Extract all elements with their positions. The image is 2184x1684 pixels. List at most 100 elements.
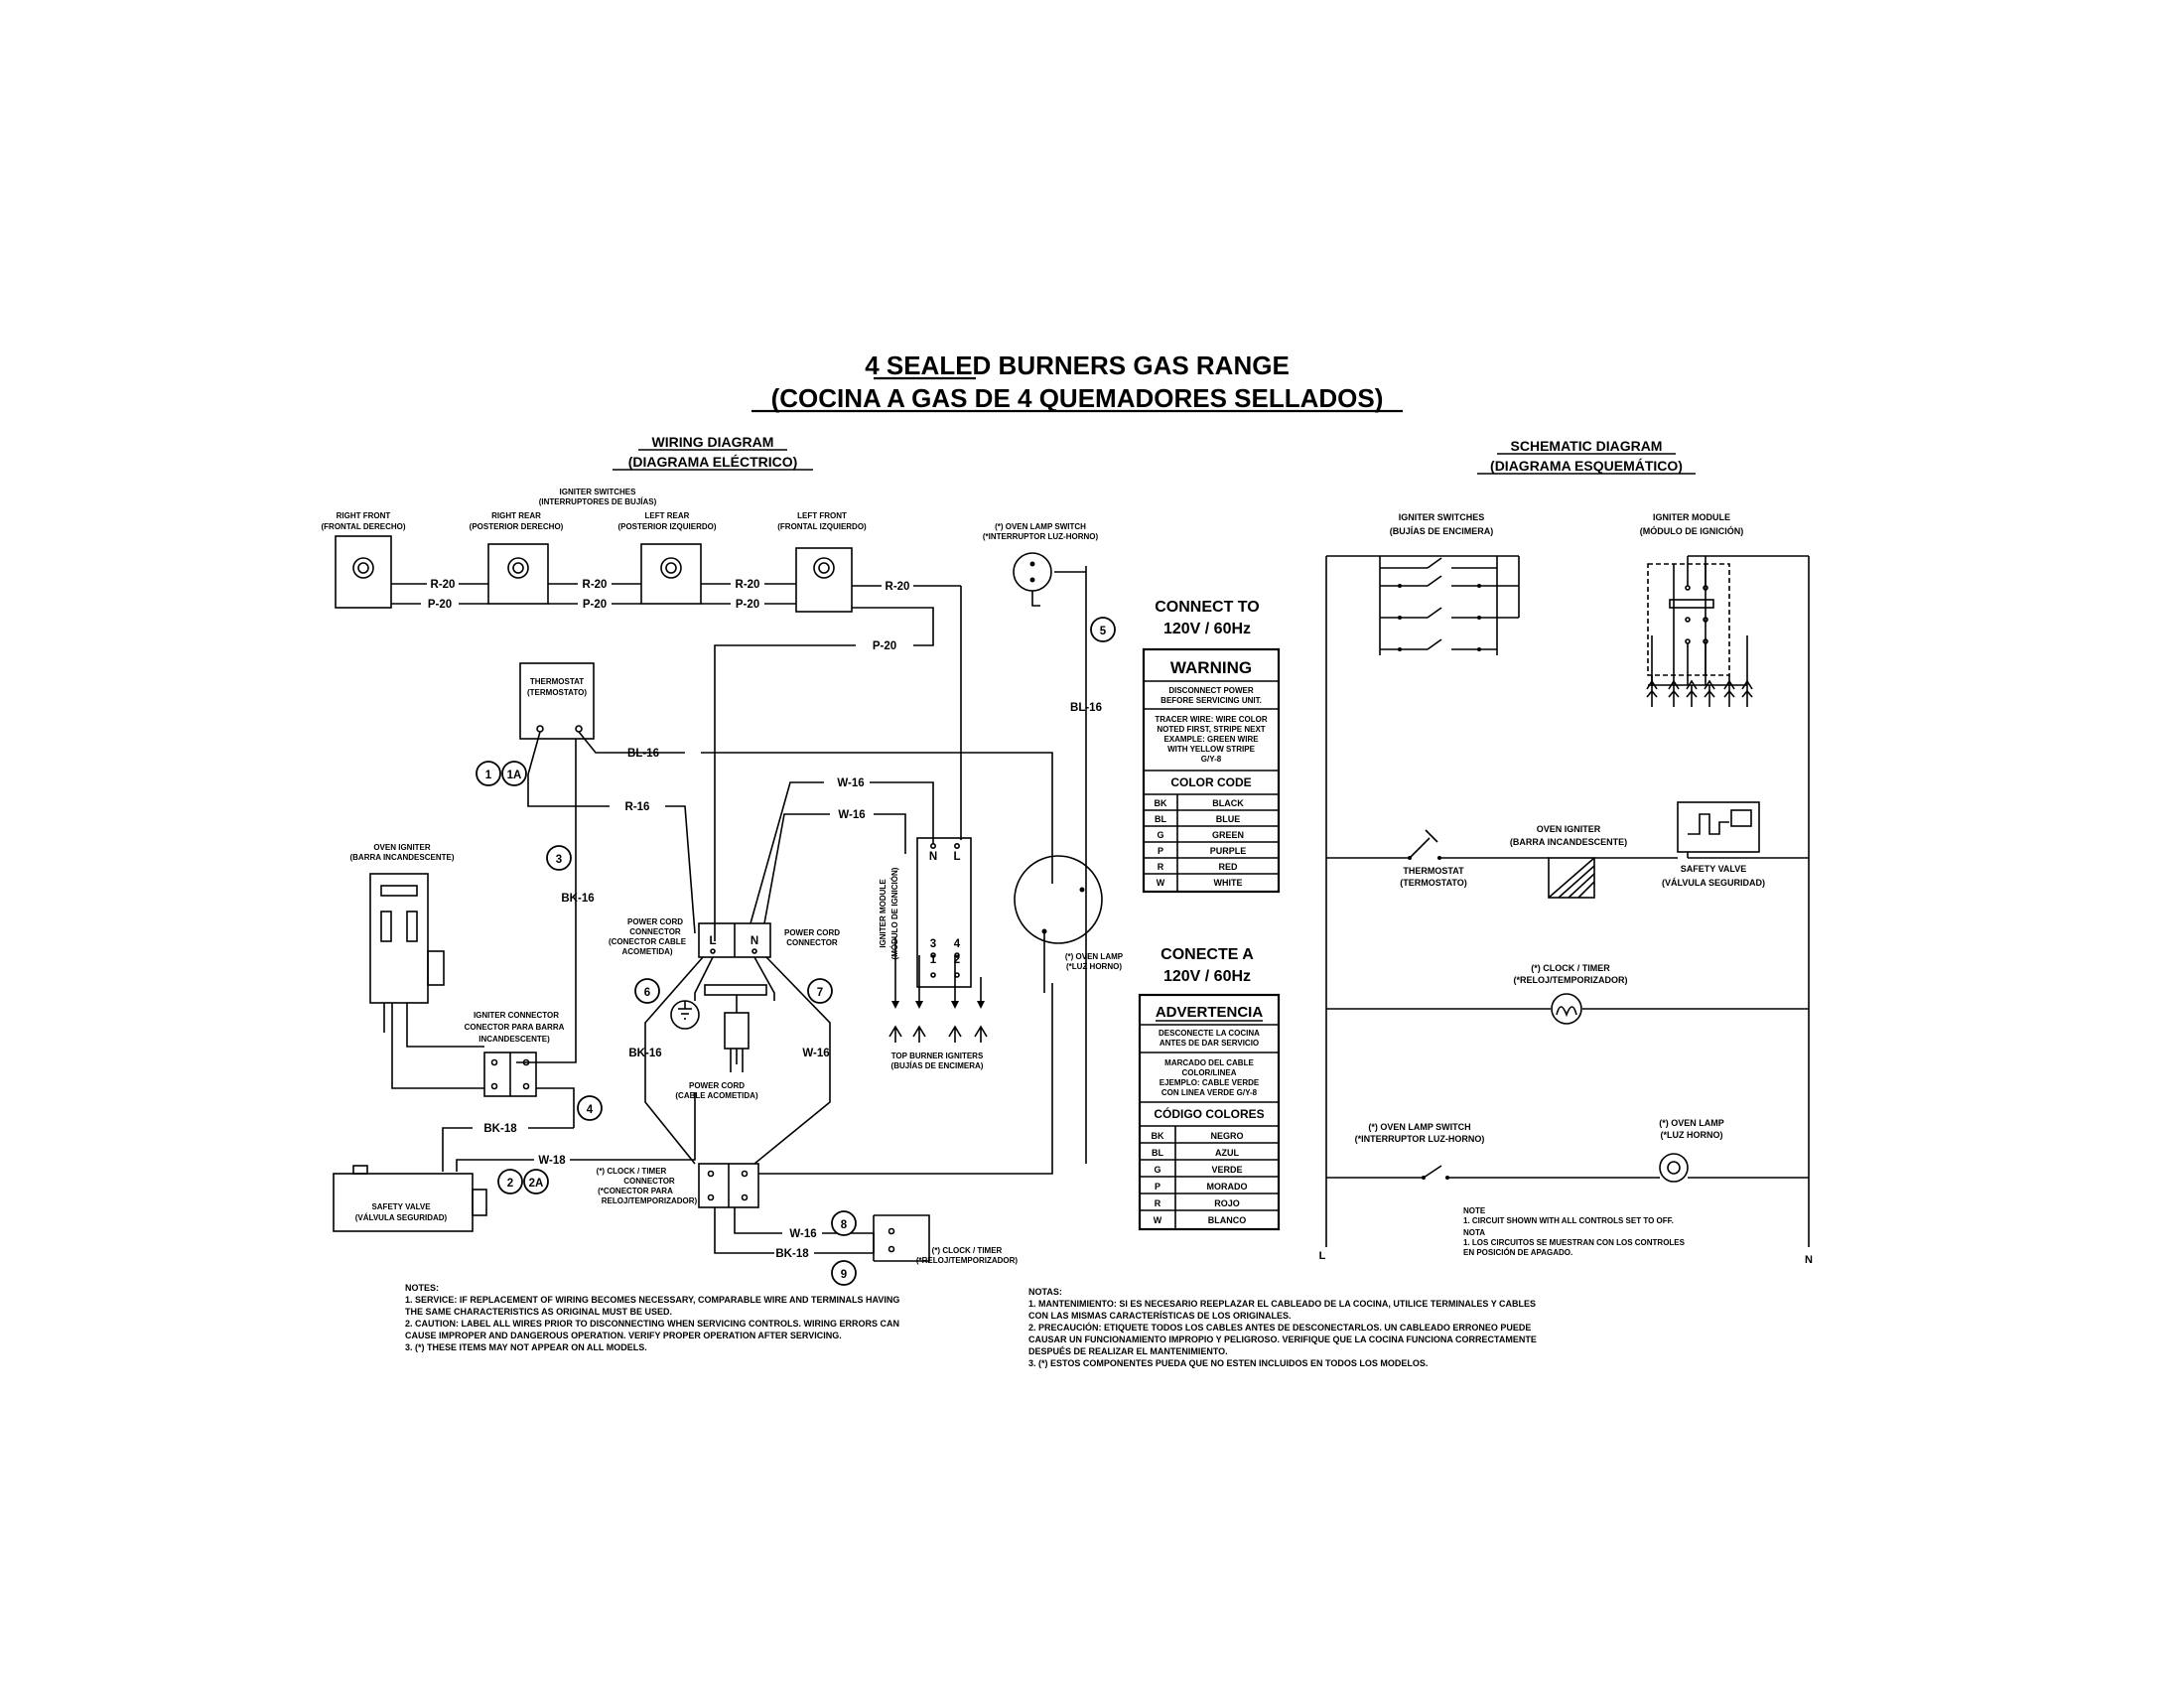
tracer-line-2: NOTED FIRST, STRIPE NEXT <box>1157 725 1265 734</box>
callout-1: 1 <box>476 761 501 786</box>
callout-7: 7 <box>807 978 833 1004</box>
warning-box: WARNING DISCONNECT POWER BEFORE SERVICIN… <box>1142 647 1281 894</box>
sch-oven-igniter-label: OVEN IGNITER <box>1537 824 1601 834</box>
oven-lamp-switch <box>1013 552 1087 1164</box>
advertencia-line-1: DESCONECTE LA COCINA <box>1159 1029 1260 1038</box>
igniter-module-wiring: N L 3 4 1 2 IGNITER MODULE (MÓDULO DE IG… <box>879 837 988 1043</box>
clock-connector-l1: (*) CLOCK / TIMER <box>597 1167 667 1176</box>
codigo-g: G <box>1154 1165 1160 1175</box>
igniter-connector-label-es-1: CONECTOR PARA BARRA <box>465 1023 565 1032</box>
svg-text:7: 7 <box>817 987 823 999</box>
center-info: CONNECT TO 120V / 60Hz WARNING DISCONNEC… <box>1138 599 1281 1231</box>
marcado-line-3: EJEMPLO: CABLE VERDE <box>1160 1078 1260 1087</box>
notes-es-line-5: DESPUÉS DE REALIZAR EL MANTENIMIENTO. <box>1028 1346 1228 1356</box>
oven-lamp-label-es: (*LUZ HORNO) <box>1066 962 1122 971</box>
sch-note-line: 1. CIRCUIT SHOWN WITH ALL CONTROLS SET T… <box>1463 1216 1674 1225</box>
wire-label-bk16-left: BK-16 <box>561 893 594 905</box>
sch-igniter-switches-label: IGNITER SWITCHES <box>1399 512 1485 522</box>
color-verde: VERDE <box>1211 1165 1242 1175</box>
safety-valve-label-es: (VÁLVULA SEGURIDAD) <box>355 1213 448 1222</box>
clock-timer-connector <box>698 983 1053 1262</box>
switch-left-front-label: LEFT FRONT <box>797 511 847 520</box>
power-cord-label: POWER CORD <box>689 1081 745 1090</box>
sch-oven-lamp-label-es: (*LUZ HORNO) <box>1661 1130 1723 1140</box>
color-negro: NEGRO <box>1210 1131 1243 1141</box>
color-name-white: WHITE <box>1214 878 1243 888</box>
color-morado: MORADO <box>1207 1182 1248 1192</box>
clock-connector-l4: RELOJ/TEMPORIZADOR) <box>602 1196 698 1205</box>
sch-thermostat-label-es: (TERMOSTATO) <box>1400 878 1467 888</box>
oven-igniter <box>369 873 484 1089</box>
notes-es-line-2: CON LAS MISMAS CARACTERÍSTICAS DE LOS OR… <box>1028 1311 1292 1321</box>
power-cord-label-es: (CABLE ACOMETIDA) <box>675 1091 758 1100</box>
notes-es-head: NOTAS: <box>1028 1287 1062 1297</box>
schematic-heading-es: (DIAGRAMA ESQUEMÁTICO) <box>1490 458 1683 474</box>
color-name-green: GREEN <box>1212 830 1244 840</box>
power-cord-connector-r1: POWER CORD <box>784 928 840 937</box>
advertencia-line-2: ANTES DE DAR SERVICIO <box>1160 1039 1259 1048</box>
notes-es-line-1: 1. MANTENIMIENTO: SI ES NECESARIO REEPLA… <box>1028 1299 1536 1309</box>
oven-lamp-label: (*) OVEN LAMP <box>1065 952 1124 961</box>
notes-english: NOTES: 1. SERVICE: IF REPLACEMENT OF WIR… <box>405 1283 899 1352</box>
power-cord-connector-l1: POWER CORD <box>627 917 683 926</box>
notes-es-line-3: 2. PRECAUCIÓN: ETIQUETE TODOS LOS CABLES… <box>1028 1322 1531 1333</box>
callout-8: 8 <box>831 1210 857 1236</box>
power-cord-connector: L N <box>698 781 934 958</box>
wire-label-bk16-harness: BK-16 <box>628 1048 661 1059</box>
svg-text:8: 8 <box>841 1219 848 1231</box>
marcado-line-1: MARCADO DEL CABLE <box>1164 1058 1254 1067</box>
codigo-colores-table: BK NEGRO BL AZUL G VERDE P MORADO R ROJO… <box>1140 1126 1279 1229</box>
igniter-switch-left-rear <box>640 543 702 605</box>
advertencia-box: ADVERTENCIA DESCONECTE LA COCINA ANTES D… <box>1138 993 1281 1231</box>
wire-label-p20-4: P-20 <box>873 640 896 652</box>
wiring-heading-es: (DIAGRAMA ELÉCTRICO) <box>628 454 798 470</box>
svg-text:N: N <box>929 851 937 863</box>
conecte-line-2: 120V / 60Hz <box>1163 968 1251 985</box>
igniter-module-vertical-label-es: (MÓDULO DE IGNICIÓN) <box>890 867 899 959</box>
diagram-title: 4 SEALED BURNERS GAS RANGE (COCINA A GAS… <box>751 351 1403 413</box>
igniter-connector <box>483 1052 575 1128</box>
igniter-switches-label: IGNITER SWITCHES <box>560 488 637 496</box>
svg-text:L: L <box>953 851 960 863</box>
schematic-diagram: SCHEMATIC DIAGRAM (DIAGRAMA ESQUEMÁTICO)… <box>1319 438 1813 1266</box>
callout-3: 3 <box>546 845 572 871</box>
sch-thermostat-label: THERMOSTAT <box>1403 866 1464 876</box>
color-code-bk: BK <box>1155 798 1167 808</box>
igniter-module-vertical-label: IGNITER MODULE <box>879 879 887 948</box>
top-burner-igniters-label: TOP BURNER IGNITERS <box>891 1052 984 1060</box>
power-cord-connector-r2: CONNECTOR <box>786 938 838 947</box>
thermostat: THERMOSTAT (TERMOSTATO) <box>519 662 595 740</box>
svg-text:N: N <box>751 935 758 947</box>
codigo-bk: BK <box>1152 1131 1164 1141</box>
color-rojo: ROJO <box>1214 1198 1240 1208</box>
power-cord-harness <box>644 956 831 1165</box>
notes-en-line-1: 1. SERVICE: IF REPLACEMENT OF WIRING BEC… <box>405 1295 899 1305</box>
switch-right-rear-label: RIGHT REAR <box>491 511 541 520</box>
color-name-black: BLACK <box>1212 798 1244 808</box>
notes-es-line-4: CAUSAR UN FUNCIONAMIENTO IMPROPIO Y PELI… <box>1028 1334 1537 1344</box>
sch-clock-timer-label: (*) CLOCK / TIMER <box>1531 963 1610 973</box>
wire-label-bk18-clock: BK-18 <box>775 1248 809 1260</box>
oven-lamp-switch-label: (*) OVEN LAMP SWITCH <box>995 522 1086 531</box>
color-code-g: G <box>1157 830 1163 840</box>
wire-label-bl16: BL-16 <box>627 748 659 760</box>
wire-label-r20-3: R-20 <box>736 579 760 591</box>
warning-line-2: BEFORE SERVICING UNIT. <box>1160 696 1262 705</box>
switch-right-rear-label-es: (POSTERIOR DERECHO) <box>470 522 564 531</box>
wire-label-p20-3: P-20 <box>736 599 759 611</box>
advertencia-heading: ADVERTENCIA <box>1156 1004 1264 1021</box>
conecte-line-1: CONECTE A <box>1160 946 1254 963</box>
safety-valve: SAFETY VALVE (VÁLVULA SEGURIDAD) <box>333 1165 487 1232</box>
sch-nota-line-2: EN POSICIÓN DE APAGADO. <box>1463 1248 1572 1257</box>
callout-2: 2 <box>497 1169 523 1194</box>
oven-igniter-label: OVEN IGNITER <box>373 843 431 852</box>
schematic-heading: SCHEMATIC DIAGRAM <box>1511 438 1663 454</box>
codigo-p: P <box>1155 1182 1160 1192</box>
color-azul: AZUL <box>1215 1148 1239 1158</box>
color-code-bl: BL <box>1155 814 1166 824</box>
igniter-switch-right-front <box>335 535 392 609</box>
thermostat-label-es: (TERMOSTATO) <box>527 688 587 697</box>
wire-label-bl16-right: BL-16 <box>1070 702 1102 714</box>
tracer-line-1: TRACER WIRE: WIRE COLOR <box>1155 715 1268 724</box>
igniter-switch-left-front <box>795 547 853 613</box>
